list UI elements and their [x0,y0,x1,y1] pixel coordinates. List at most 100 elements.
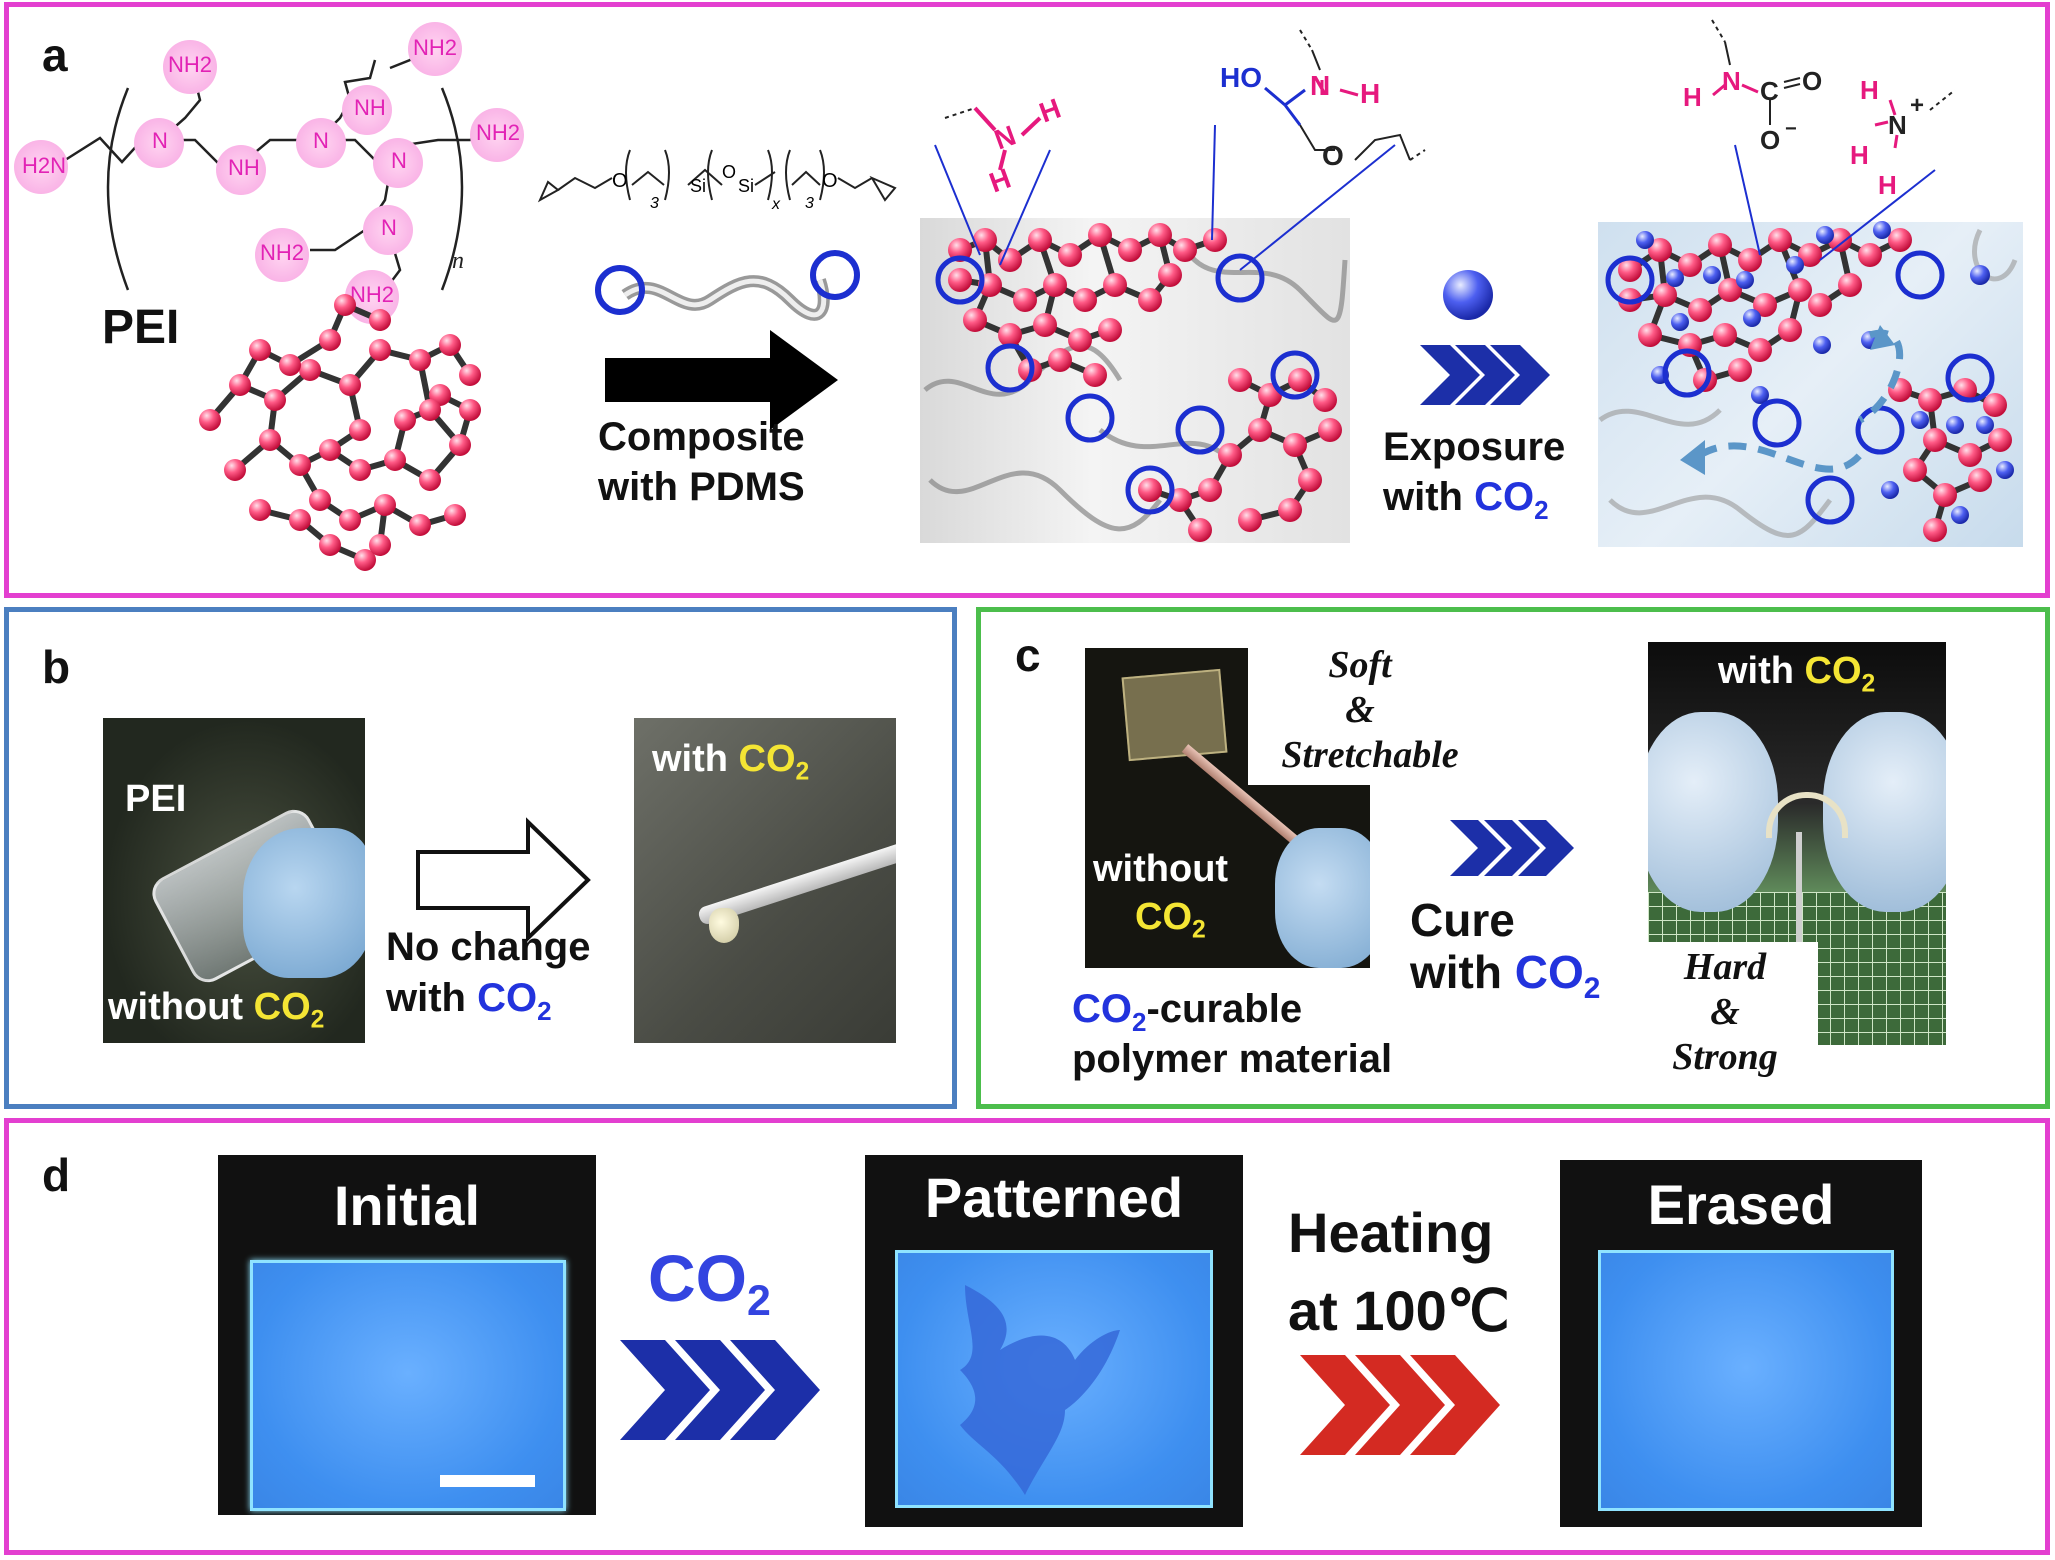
adduct-ho: HO [1220,62,1262,93]
amine-group [296,118,346,168]
carbamate-o2: O [1760,125,1781,155]
erased-film [1598,1250,1894,1511]
ammonium-h2: H [1850,140,1869,170]
co2-blue-sub: 2 [1132,1007,1147,1037]
photo-without-co2: without CO2 [108,986,324,1035]
co2-blue: CO [1514,946,1584,998]
photo-without: without [1093,848,1229,890]
heating-line2: at 100℃ [1288,1279,1510,1342]
co2-yellow: CO [253,986,311,1028]
ammonium-h3: H [1878,170,1897,200]
composite-label-line2: with PDMS [598,465,805,509]
hard-label-line1: Hard [1683,946,1767,988]
curable-text: -curable [1146,987,1303,1031]
photo-without-co2: CO2 [1135,896,1206,945]
co2-blue: CO [1072,987,1132,1031]
carbamate-minus: − [1785,118,1797,140]
cure-line2: with CO2 [1410,945,1600,1006]
amine-label: NH [228,155,260,180]
co2-blue: CO [477,976,538,1020]
amine-label: NH2 [413,35,458,60]
with-text: with [1718,650,1805,692]
co2-yellow-sub: 2 [1192,916,1206,944]
glove-right [1823,712,1946,912]
carbamate-o1: O [1802,66,1823,96]
panel-c-label: c [1015,629,1041,681]
with-text: with [386,976,478,1020]
adduct-o: O [1322,140,1344,171]
erased-label: Erased [1647,1173,1835,1236]
co2-label-d: CO2 [648,1240,771,1326]
no-change-line2: with CO2 [386,976,552,1027]
hard-label-line3: Strong [1672,1036,1778,1078]
exposure-with: with [1383,475,1475,519]
co2-yellow: CO [1135,896,1192,938]
with-text: with [652,738,739,780]
carbamate-n: N [1722,66,1741,96]
pdms-sub-x: x [772,196,780,213]
co2-sub: 2 [747,1277,771,1326]
co2-yellow-sub: 2 [795,758,810,786]
amine-group [470,108,524,162]
pdms-o-bridge: O [722,162,737,182]
leaf-pattern [960,1285,1120,1495]
initial-label: Initial [333,1174,481,1237]
amine-label: N [381,215,397,240]
ammonium-plus: + [1910,92,1925,119]
composite-label-line1: Composite [598,415,805,459]
material-line2: polymer material [1072,1037,1393,1081]
repeat-n-label: n [452,248,464,274]
pei-drop [709,908,739,943]
panel-d-label: d [42,1149,71,1201]
photo-with-co2: with CO2 [652,738,809,787]
co2-text: CO [648,1241,747,1315]
without-text: without [108,986,254,1028]
pdms-o-left: O [612,170,628,192]
amine-group [255,228,309,282]
amine-label: NH2 [350,282,395,307]
amine-group [14,140,68,194]
pdms-sub-3: 3 [805,195,814,212]
amine-group [342,85,392,135]
amine-group [363,205,413,255]
pdms-si-1: Si [690,176,707,196]
patterned-label: Patterned [924,1166,1184,1229]
ammonium-h1: H [1860,75,1879,105]
blue-chevrons [1420,345,1550,405]
pei-spatula-photo: with CO2 [634,718,896,1043]
photo-pei-label: PEI [125,778,187,820]
patterned-photo: Patterned [865,1155,1243,1527]
glove-left [1648,712,1778,912]
exposure-line1: Exposure [1383,425,1566,469]
panel-a-label: a [42,29,68,81]
initial-photo: Initial [218,1155,596,1515]
pdms-o-right: O [822,170,838,192]
adduct-h: H [1360,78,1381,109]
amine-end-label: H2N [22,153,67,178]
soft-label-line3: Stretchable [1281,734,1459,776]
co2-blue-sub: 2 [537,996,552,1026]
panel-b-label: b [42,641,71,693]
heating-line1: Heating [1288,1201,1494,1264]
initial-film [250,1260,566,1511]
ammonium-n: N [1888,110,1907,140]
amine-group [163,40,217,94]
carbamate-c: C [1760,76,1779,106]
pdms-si-2: Si [738,176,755,196]
material-line1: CO2-curable [1072,987,1302,1038]
glove-hand [243,828,365,978]
photo-with-co2: with CO2 [1718,650,1875,699]
hard-label-bg [1648,942,1818,1077]
co2-yellow-sub: 2 [1861,670,1876,698]
hard-label-line2: & [1710,991,1740,1033]
